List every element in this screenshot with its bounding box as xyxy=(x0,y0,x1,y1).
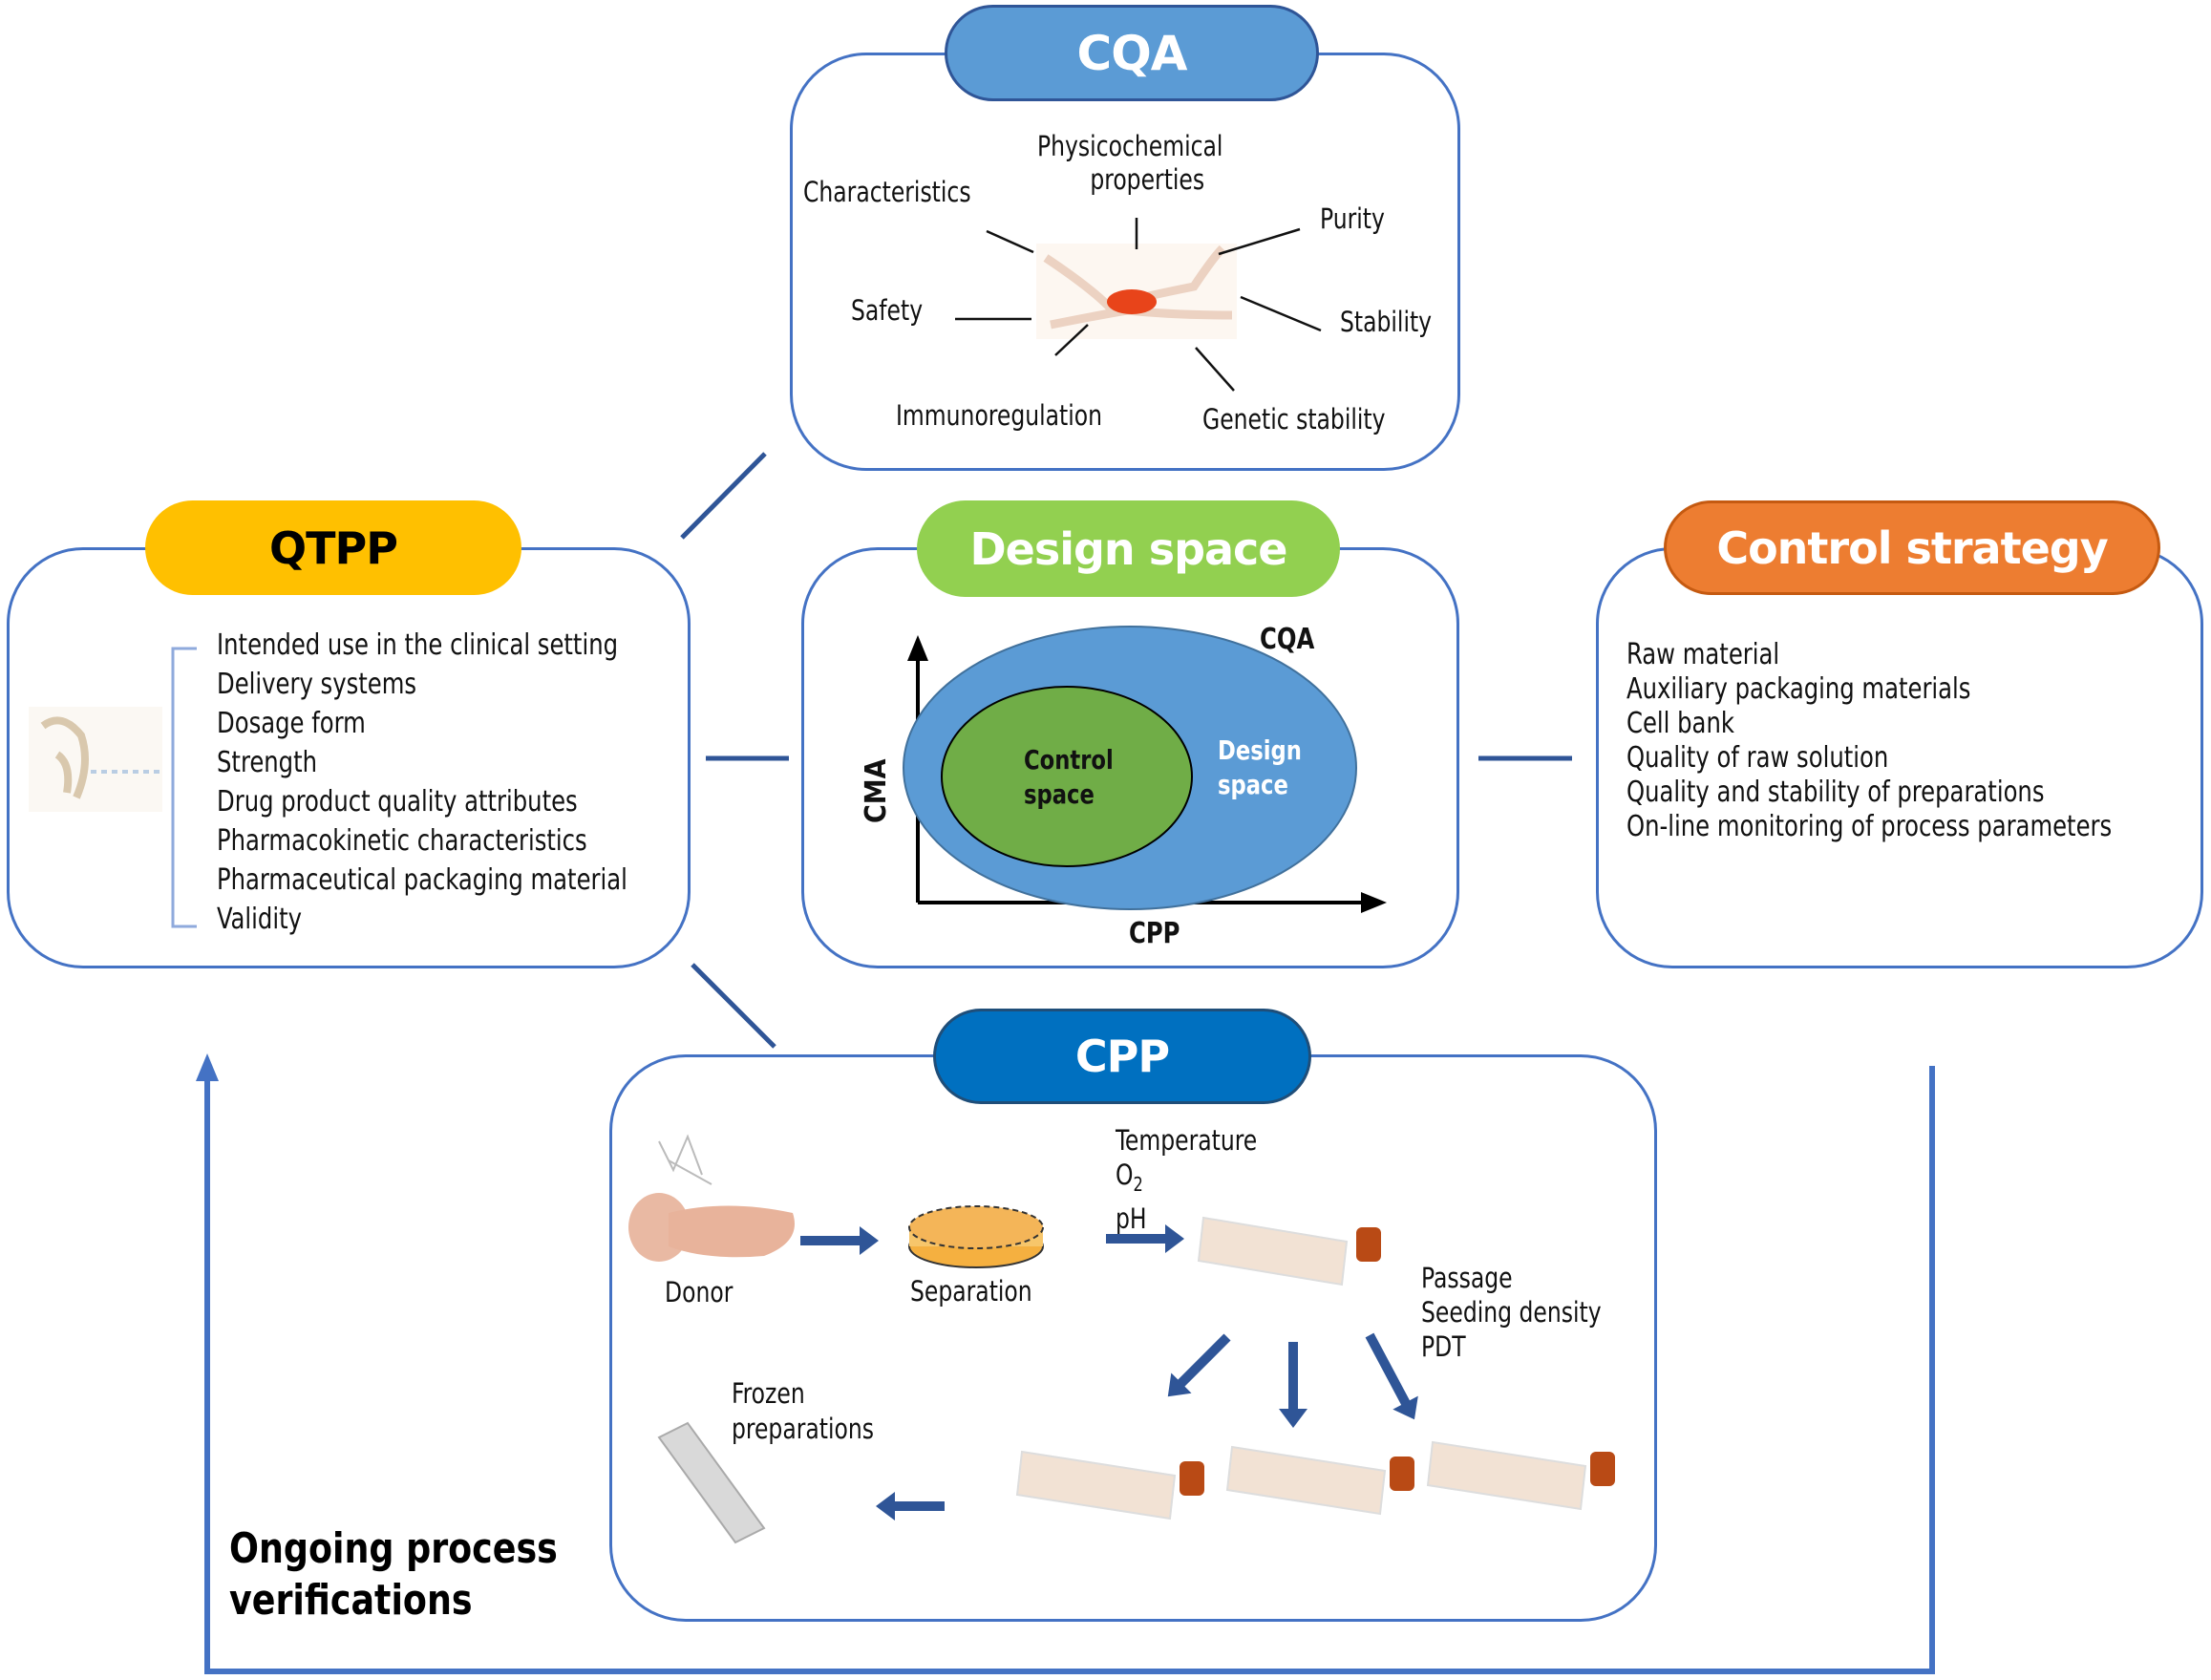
qtpp-title: QTPP xyxy=(269,521,398,574)
qtpp-item: Validity xyxy=(217,903,302,936)
control-strategy-box xyxy=(1596,547,2203,968)
cqa-attr-safety: Safety xyxy=(851,294,924,327)
control-strategy-list: Raw material Auxiliary packaging materia… xyxy=(1626,638,2112,844)
cqa-attr-physicochemical: Physicochemical properties xyxy=(1037,130,1223,196)
qtpp-item: Strength xyxy=(217,746,318,779)
cpp-box xyxy=(609,1054,1657,1622)
cpp-title-pill: CPP xyxy=(933,1009,1311,1104)
design-space-title: Design space xyxy=(969,522,1287,575)
control-item: Quality and stability of preparations xyxy=(1626,776,2045,809)
qtpp-item: Intended use in the clinical setting xyxy=(217,628,619,662)
control-item: Quality of raw solution xyxy=(1626,741,1889,775)
frozen-preparations-label: Frozen preparations xyxy=(732,1377,874,1445)
qtpp-item: Drug product quality attributes xyxy=(217,785,578,819)
control-item: Auxiliary packaging materials xyxy=(1626,672,1971,706)
cqa-title-pill: CQA xyxy=(945,5,1319,101)
cqa-attr-purity: Purity xyxy=(1320,202,1385,235)
design-y-axis-label: CMA xyxy=(860,758,893,823)
connector-qtpp-cpp xyxy=(691,963,776,1049)
design-space-title-pill: Design space xyxy=(917,500,1340,597)
verification-loop-line xyxy=(204,1066,1935,1674)
culture-param-ph: pH xyxy=(1116,1202,1147,1235)
control-item: Cell bank xyxy=(1626,707,1734,740)
qtpp-item: Delivery systems xyxy=(217,668,417,701)
cqa-attr-stability: Stability xyxy=(1340,306,1433,338)
qtpp-item: Pharmacokinetic characteristics xyxy=(217,824,587,858)
design-space-region-label: Design space xyxy=(1218,734,1302,800)
cqa-attr-genetic-stability: Genetic stability xyxy=(1202,403,1386,436)
culture-params: Temperature O2 pH xyxy=(1116,1123,1257,1236)
cqa-attr-characteristics: Characteristics xyxy=(803,176,971,208)
passage-params: Passage Seeding density PDT xyxy=(1421,1261,1602,1364)
qtpp-list: Intended use in the clinical setting Del… xyxy=(217,626,627,939)
qtpp-title-pill: QTPP xyxy=(145,500,521,595)
connector-qtpp-cqa xyxy=(680,452,767,540)
passage-param: Seeding density xyxy=(1421,1296,1602,1329)
loop-arrowhead-icon xyxy=(196,1053,219,1081)
culture-param-o2: O2 xyxy=(1116,1159,1143,1196)
donor-label: Donor xyxy=(665,1276,733,1308)
control-item: Raw material xyxy=(1626,638,1780,671)
control-strategy-title: Control strategy xyxy=(1716,521,2108,574)
cqa-box xyxy=(790,53,1460,471)
cqa-title: CQA xyxy=(1076,25,1188,81)
ongoing-process-verifications-label: Ongoing process verifications xyxy=(229,1524,558,1625)
design-corner-cqa: CQA xyxy=(1260,623,1315,656)
control-item: On-line monitoring of process parameters xyxy=(1626,810,2113,843)
design-x-axis-label: CPP xyxy=(1129,917,1180,950)
passage-param: PDT xyxy=(1421,1330,1466,1363)
qtpp-item: Pharmaceutical packaging material xyxy=(217,863,627,897)
cqa-attr-immunoregulation: Immunoregulation xyxy=(896,399,1103,432)
control-strategy-title-pill: Control strategy xyxy=(1664,500,2160,595)
culture-param-temperature: Temperature xyxy=(1116,1124,1258,1157)
qtpp-item: Dosage form xyxy=(217,707,366,740)
passage-param: Passage xyxy=(1421,1262,1513,1294)
separation-label: Separation xyxy=(910,1275,1032,1308)
control-space-label: Control space xyxy=(1024,744,1114,810)
cpp-title: CPP xyxy=(1074,1031,1170,1082)
design-space-box xyxy=(801,547,1459,968)
